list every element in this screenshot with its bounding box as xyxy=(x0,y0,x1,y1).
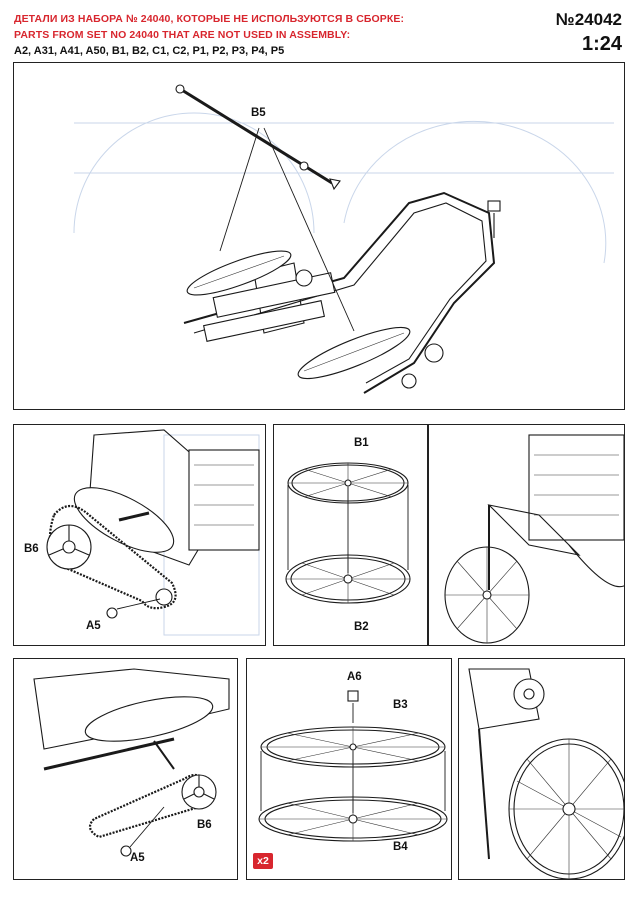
panel-wheel-b1-b2: B1 B2 xyxy=(273,424,428,646)
panel-front-wheel-result xyxy=(428,424,625,646)
panel-wheel-b3-b4: A6 B3 B4 xyxy=(246,658,452,880)
wheel-b3-b4-illustration xyxy=(258,690,448,842)
panel-rear-wheel-result xyxy=(458,658,625,880)
front-wheel-result-illustration xyxy=(444,434,624,644)
scale-label: 1:24 xyxy=(581,33,622,55)
label-b2: B2 xyxy=(354,621,369,633)
set-number: №24042 xyxy=(555,10,622,29)
quantity-badge: x2 xyxy=(253,853,273,869)
label-b3: B3 xyxy=(393,699,408,711)
panel-chain-front: B6 A5 xyxy=(13,658,238,880)
label-b4: B4 xyxy=(393,841,408,853)
unused-parts-list: A2, A31, A41, A50, B1, B2, C1, C2, P1, P… xyxy=(14,45,285,57)
header-title-en: PARTS FROM SET NO 24040 THAT ARE NOT USE… xyxy=(14,29,351,41)
rear-wheel-result-illustration xyxy=(468,668,624,879)
label-b5: B5 xyxy=(251,107,266,119)
chain-rear-illustration xyxy=(46,429,260,636)
label-a5: A5 xyxy=(86,620,101,632)
header-title-ru: ДЕТАЛИ ИЗ НАБОРА № 24040, КОТОРЫЕ НЕ ИСП… xyxy=(14,13,405,25)
panel-chassis: B5 xyxy=(13,62,625,410)
panel-chain-rear: B6 A5 xyxy=(13,424,266,646)
chain-front-illustration xyxy=(33,668,230,857)
label-a6: A6 xyxy=(347,671,362,683)
label-a5: A5 xyxy=(130,852,145,864)
wheel-b1-b2-illustration xyxy=(285,462,411,604)
label-b6: B6 xyxy=(24,543,39,555)
label-b6: B6 xyxy=(197,819,212,831)
label-b1: B1 xyxy=(354,437,369,449)
chassis-illustration xyxy=(73,84,614,394)
